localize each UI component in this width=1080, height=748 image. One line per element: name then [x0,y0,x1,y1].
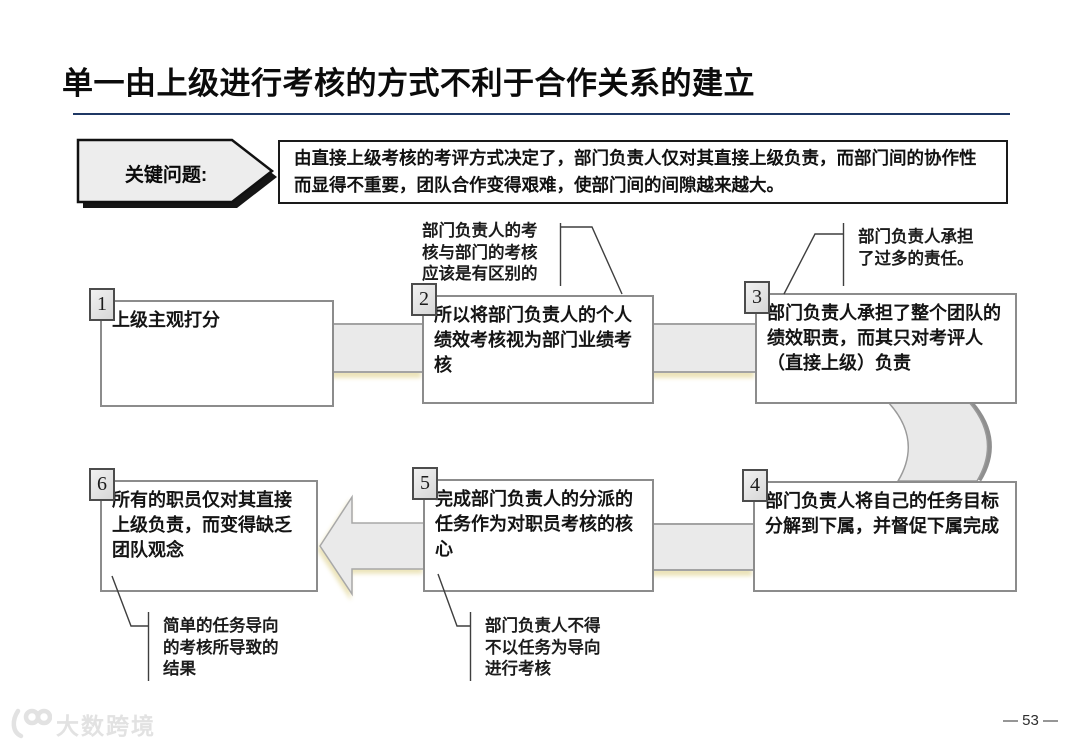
annotation-line: 进行考核 [485,660,551,678]
callout-line-top-right [783,233,844,295]
annotation-bottom-mid: 部门负责人不得 不以任务为导向 进行考核 [485,616,601,681]
page-title: 单一由上级进行考核的方式不利于合作关系的建立 [62,66,755,101]
annotation-line: 结果 [163,660,196,678]
key-issue-label: 关键问题: [124,165,208,186]
s-curve-shadow [969,401,992,482]
flow-box-1: 1 上级主观打分 [89,288,334,407]
flow-box-5: 5 完成部门负责人的分派的任务作为对职员考核的核心 [412,467,654,592]
logo-text: 大数跨境 [56,713,156,739]
title-underline [73,113,1010,115]
annotation-line: 了过多的责任。 [858,249,974,268]
connector-2-3 [649,323,756,373]
flow-box-text: 部门负责人承担了整个团队的绩效职责，而其只对考评人（直接上级）负责 [767,303,1001,374]
annotation-top-mid: 部门负责人的考 核与部门的考核 应该是有区别的 [422,221,538,286]
step-number-badge: 1 [89,288,115,321]
annotation-top-right: 部门负责人承担 了过多的责任。 [858,227,974,270]
step-number-badge: 4 [742,469,768,502]
logo-circle-2 [35,708,52,726]
flow-box-4: 4 部门负责人将自己的任务目标分解到下属，并督促下属完成 [742,469,1017,592]
logo-swoosh [11,708,24,739]
left-arrow-connector [319,494,425,597]
annotation-line: 部门负责人不得 [485,617,601,635]
flow-box-text: 所有的职员仅对其直接上级负责，而变得缺乏团队观念 [112,490,292,561]
callout-line-top-mid [560,226,623,295]
key-issue-box: 由直接上级考核的考评方式决定了，部门负责人仅对其直接上级负责，而部门间的协作性而… [278,140,1008,204]
flow-box-3: 3 部门负责人承担了整个团队的绩效职责，而其只对考评人（直接上级）负责 [744,281,1017,404]
step-number-badge: 6 [89,468,115,501]
brand-logo: 大数跨境 [8,706,156,742]
page-number: — 53 — [1002,712,1058,729]
flow-box-text: 部门负责人将自己的任务目标分解到下属，并督促下属完成 [765,491,999,537]
flow-box-6: 6 所有的职员仅对其直接上级负责，而变得缺乏团队观念 [89,468,318,592]
annotation-line: 部门负责人的考 [422,222,538,240]
annotation-line: 部门负责人承担 [858,228,974,246]
annotation-bottom-left: 简单的任务导向 的考核所导致的 结果 [163,616,279,681]
annotation-line: 不以任务为导向 [485,638,601,657]
annotation-line: 简单的任务导向 [163,617,279,635]
flow-box-2: 2 所以将部门负责人的个人绩效考核视为部门业绩考核 [411,283,654,404]
connector-1-2 [329,323,423,373]
s-curve-connector [886,401,989,482]
step-number-badge: 2 [411,283,437,316]
step-number-badge: 3 [744,281,770,314]
flow-box-text: 上级主观打分 [112,310,220,330]
annotation-line: 的考核所导致的 [163,638,279,657]
callout-arrow-shape [76,138,275,204]
annotation-line: 核与部门的考核 [422,243,538,262]
key-issue-arrow-shape [76,138,277,208]
logo-icon [11,708,52,739]
flow-box-text: 完成部门负责人的分派的任务作为对职员考核的核心 [435,489,633,560]
step-number-badge: 5 [412,467,438,500]
key-issue-text: 由直接上级考核的考评方式决定了，部门负责人仅对其直接上级负责，而部门间的协作性而… [294,147,977,195]
annotation-line: 应该是有区别的 [422,265,538,283]
flow-box-text: 所以将部门负责人的个人绩效考核视为部门业绩考核 [434,305,632,376]
connector-4-5 [649,523,754,571]
